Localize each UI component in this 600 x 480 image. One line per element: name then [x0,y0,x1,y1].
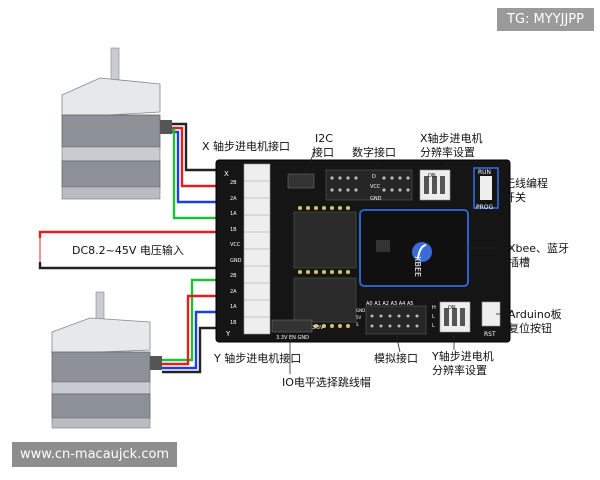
leader-lines [289,149,501,374]
arduino-reset-label-line2: 复位按钮 [508,322,552,335]
analog-pins-label: A0 A1 A2 A3 A4 A5 [366,301,414,307]
pin-label: 2B [230,273,237,279]
x-stepper-motor [61,47,172,200]
power-input-label: DC8.2~45V 电压输入 [72,244,184,257]
dip-side-label: H [432,305,436,311]
io-3v3-label: 3.3V [312,325,324,331]
rst-label: RST [484,331,496,338]
run-label: RUN [478,169,492,176]
pin-label: 1B [230,226,237,233]
pin-label: VCC [230,242,241,248]
wireless-label-line1: 无线编程 [504,177,548,190]
xbee-slot-label-line1: Xbee、蓝牙 [508,242,570,255]
io-level-jumper-label: IO电平选择跳线帽 [282,376,371,389]
pin-label: 1A [230,304,237,310]
x-dip-on-label: ON [428,173,436,179]
pin-label: 1A [230,211,237,217]
xbee-logo [412,242,432,262]
digital-vcc-label: VCC [370,184,381,190]
top-watermark: TG: MYYJJPP [497,8,594,31]
digital-d-label: D [372,174,376,180]
x-resolution-label-line1: X轴步进电机 [420,132,483,145]
analog-interface-label: 模拟接口 [374,352,418,365]
analog-row-label: GND [356,308,366,313]
prog-label: PROG [476,204,494,211]
terminal-pin-labels: 2B 2A 1A 1B VCC GND 2B 2A 1A 1B [230,176,244,331]
y-motor-interface-label: Y 轴步进电机接口 [214,352,302,365]
pin-label: 1B [230,319,237,326]
io-pins-label: 3.3V EN GND [276,335,309,341]
i2c-label-line1: I2C [315,132,333,145]
dip-side-label: L [432,314,435,320]
y-dip-on-label: ON [448,305,456,311]
pin-label: 2A [230,195,237,202]
y-resolution-label-line2: 分辨率设置 [432,364,487,377]
wireless-label-line2: 开关 [504,191,526,204]
xbee-slot-label-line2: 插槽 [508,256,530,269]
digital-interface-label: 数字接口 [352,146,396,159]
analog-row-label: S [356,322,359,327]
board-y-mark: Y [226,330,231,338]
xbee-label: XBEE [413,256,422,278]
y-stepper-motor [51,291,162,429]
digital-gnd-label: GND [370,196,382,202]
analog-row-label: 5V [356,315,362,320]
shield-board [215,159,511,343]
y-dip-side-labels: H L L [432,304,436,331]
pin-label: 2B [230,180,237,186]
pin-label: GND [230,257,242,264]
pin-label: 2A [230,288,237,295]
board-x-mark: X [224,170,229,178]
i2c-label-line2: 接口 [312,146,334,159]
analog-row-labels: GND 5V S [356,307,365,328]
arduino-reset-label-line1: Arduino板 [508,308,562,321]
x-motor-interface-label: X 轴步进电机接口 [202,140,291,153]
power-wires [38,230,262,270]
y-resolution-label-line1: Y轴步进电机 [432,350,494,363]
bottom-watermark: www.cn-macaujck.com [12,442,178,467]
dip-side-label: L [432,323,435,329]
x-resolution-label-line2: 分辨率设置 [420,146,475,159]
